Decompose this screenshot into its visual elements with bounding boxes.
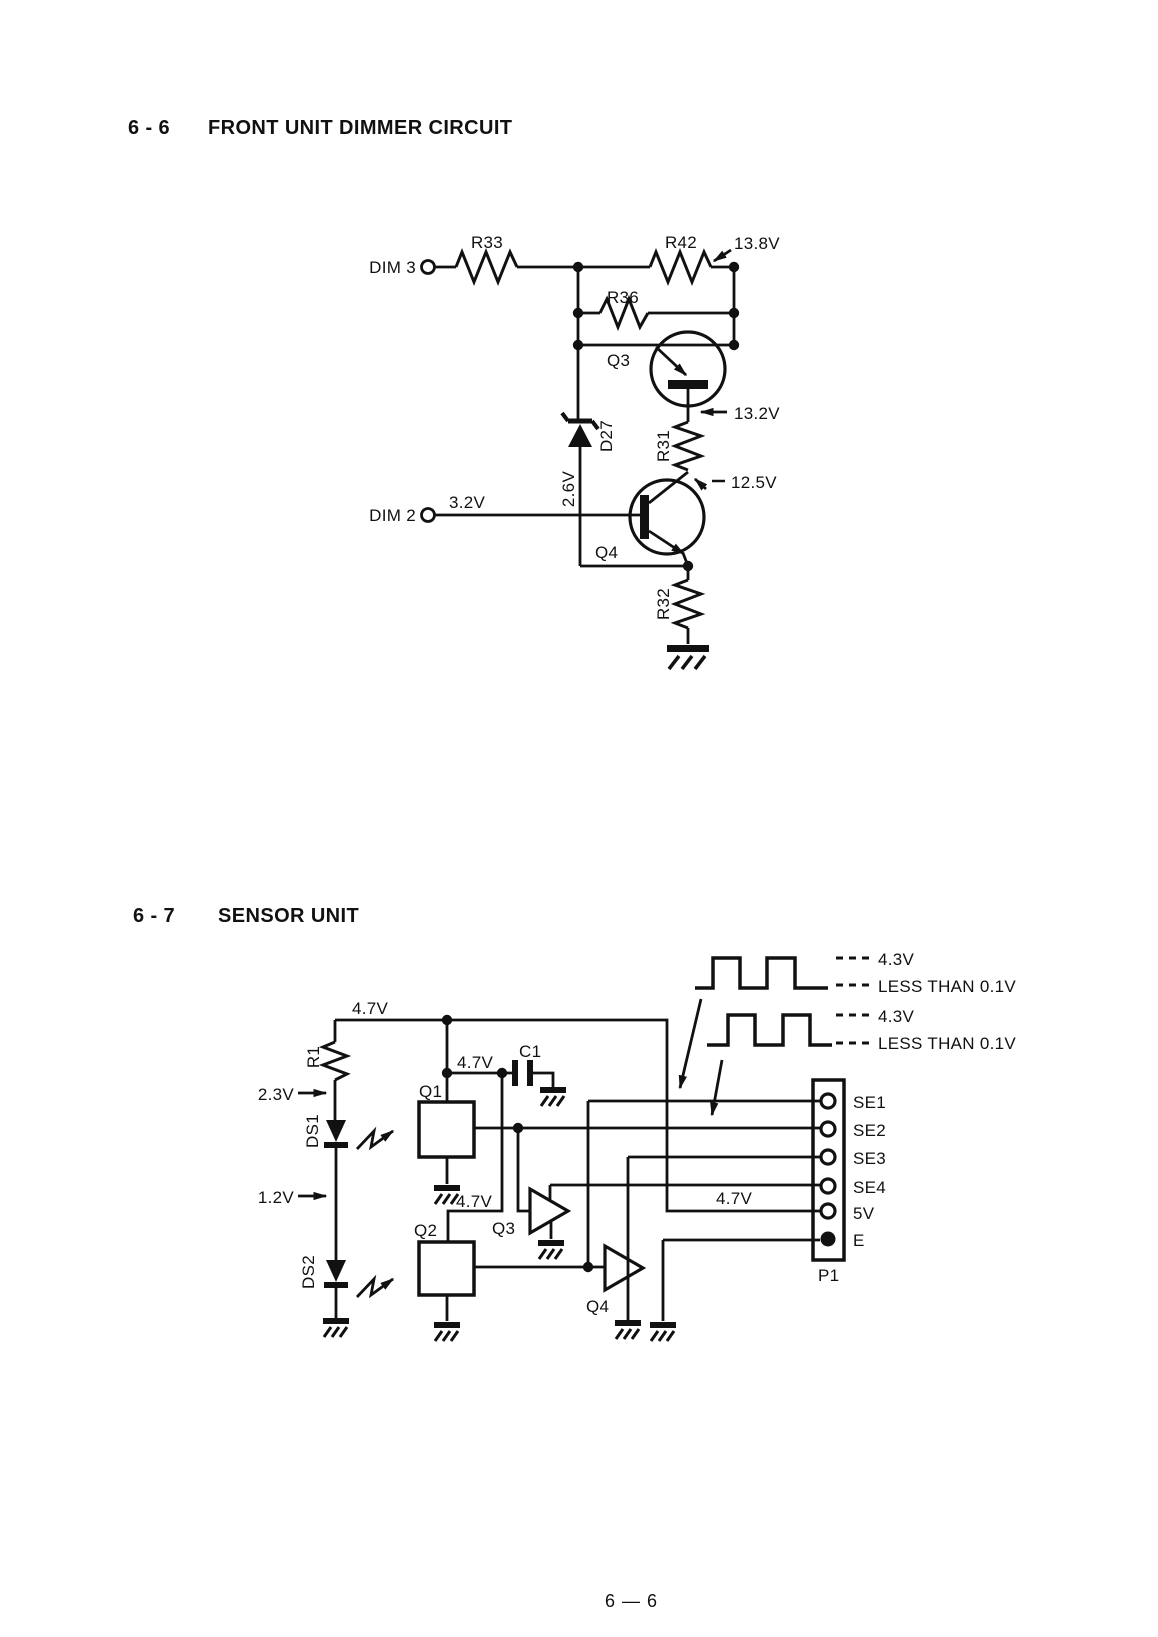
p1-label: P1 bbox=[818, 1266, 839, 1285]
pin-se2-icon bbox=[819, 1120, 837, 1138]
transistor-q4 bbox=[435, 470, 706, 567]
wire bbox=[516, 1128, 529, 1213]
buffer-q4-label: Q4 bbox=[586, 1297, 609, 1316]
q4-label: Q4 bbox=[595, 543, 618, 562]
v1-2-label: 1.2V bbox=[258, 1188, 295, 1207]
sensor-block-q1 bbox=[417, 1100, 476, 1159]
q3-label: Q3 bbox=[607, 351, 630, 370]
v13-8-label: 13.8V bbox=[734, 234, 780, 253]
ds2-sensor-arrow-icon bbox=[355, 1274, 395, 1299]
se3-line bbox=[626, 1155, 820, 1320]
v2-3-label: 2.3V bbox=[258, 1085, 295, 1104]
p1-voltage-label: 4.7V bbox=[716, 1189, 753, 1208]
q2-voltage-label: 4.7V bbox=[456, 1192, 493, 1211]
junction-dots bbox=[572, 261, 740, 572]
q2-label: Q2 bbox=[414, 1221, 437, 1240]
pin-label-se4: SE4 bbox=[853, 1178, 886, 1197]
r36-label: R36 bbox=[607, 288, 639, 307]
dim3-terminal-icon bbox=[420, 259, 436, 275]
r32-label: R32 bbox=[654, 588, 673, 620]
waveform2-high-label: 4.3V bbox=[878, 1007, 915, 1026]
v2-6-label: 2.6V bbox=[559, 471, 578, 508]
dim3-label: DIM 3 bbox=[369, 258, 416, 277]
pin-se3-icon bbox=[819, 1148, 837, 1166]
waveform-2: 4.3V LESS THAN 0.1V bbox=[707, 1007, 1016, 1117]
v12-5-arrow-icon bbox=[693, 477, 708, 491]
v12-5-label: 12.5V bbox=[731, 473, 777, 492]
supply-rail bbox=[335, 1018, 820, 1213]
dimmer-circuit: DIM 3 DIM 2 bbox=[369, 233, 780, 671]
resistor-r31 bbox=[670, 420, 706, 472]
resistor-r36 bbox=[598, 294, 650, 332]
sensor-circuit: 4.3V LESS THAN 0.1V 4.3V LESS THAN 0.1V … bbox=[258, 950, 1016, 1343]
dim2-terminal-icon bbox=[420, 507, 436, 523]
c1-label: C1 bbox=[519, 1042, 541, 1061]
page-number: 6 — 6 bbox=[605, 1591, 658, 1611]
dim2-label: DIM 2 bbox=[369, 506, 416, 525]
pin-label-se2: SE2 bbox=[853, 1121, 886, 1140]
pin-label-se3: SE3 bbox=[853, 1149, 886, 1168]
q1-voltage-label: 4.7V bbox=[457, 1053, 494, 1072]
capacitor-c1 bbox=[512, 1060, 555, 1087]
ground-icon bbox=[665, 643, 711, 671]
pin-label-5v: 5V bbox=[853, 1204, 875, 1223]
buffer-q3 bbox=[528, 1186, 572, 1236]
pin-e-icon bbox=[820, 1231, 836, 1247]
ground-icon bbox=[648, 1320, 678, 1343]
resistor-r1 bbox=[318, 1040, 352, 1082]
se4-line bbox=[548, 1183, 820, 1201]
ds1-sensor-arrow-icon bbox=[355, 1126, 395, 1151]
v13-8-arrow-icon bbox=[712, 248, 732, 263]
sensor-block-q2 bbox=[417, 1240, 476, 1297]
ds1-label: DS1 bbox=[303, 1114, 322, 1148]
v3-2-label: 3.2V bbox=[449, 493, 486, 512]
waveform1-low-label: LESS THAN 0.1V bbox=[878, 977, 1016, 996]
junction-dots bbox=[441, 1014, 594, 1273]
pin-se1-icon bbox=[819, 1092, 837, 1110]
led-ds1 bbox=[324, 1120, 348, 1148]
waveform2-low-label: LESS THAN 0.1V bbox=[878, 1034, 1016, 1053]
pin-label-e: E bbox=[853, 1231, 865, 1250]
buffer-q4 bbox=[603, 1243, 647, 1293]
waveform1-pointer-icon bbox=[678, 998, 703, 1090]
waveform-1: 4.3V LESS THAN 0.1V bbox=[678, 950, 1016, 1090]
resistor-r42 bbox=[648, 247, 713, 287]
ground-icon bbox=[321, 1316, 351, 1339]
resistor-r33 bbox=[454, 247, 519, 287]
buffer-q3-label: Q3 bbox=[492, 1219, 515, 1238]
q1-label: Q1 bbox=[419, 1082, 442, 1101]
pin-5v-icon bbox=[819, 1202, 837, 1220]
section2-title: SENSOR UNIT bbox=[218, 905, 359, 927]
ground-icon bbox=[432, 1320, 462, 1343]
pin-label-se1: SE1 bbox=[853, 1093, 886, 1112]
d27-label: D27 bbox=[597, 420, 616, 452]
ground-icon bbox=[538, 1085, 568, 1108]
ds2-label: DS2 bbox=[299, 1255, 318, 1289]
ground-icon bbox=[536, 1238, 566, 1261]
wire bbox=[446, 1073, 504, 1242]
zener-d27 bbox=[560, 411, 600, 566]
transistor-q3 bbox=[649, 330, 727, 422]
pin-se4-icon bbox=[819, 1177, 837, 1195]
v13-2-label: 13.2V bbox=[734, 404, 780, 423]
section2-number: 6 - 7 bbox=[133, 905, 175, 927]
section1-number: 6 - 6 bbox=[128, 117, 170, 139]
waveform2-pointer-icon bbox=[710, 1059, 724, 1117]
section1-title: FRONT UNIT DIMMER CIRCUIT bbox=[208, 117, 512, 139]
r1-label: R1 bbox=[304, 1046, 323, 1068]
ground-icon bbox=[613, 1318, 643, 1341]
resistor-r32 bbox=[670, 578, 706, 630]
waveform1-high-label: 4.3V bbox=[878, 950, 915, 969]
r33-label: R33 bbox=[471, 233, 503, 252]
connector-p1 bbox=[811, 1078, 846, 1262]
r42-label: R42 bbox=[665, 233, 697, 252]
led-ds2 bbox=[324, 1260, 348, 1288]
r31-label: R31 bbox=[654, 430, 673, 462]
rail-voltage-label: 4.7V bbox=[352, 999, 389, 1018]
e-line bbox=[661, 1238, 820, 1321]
